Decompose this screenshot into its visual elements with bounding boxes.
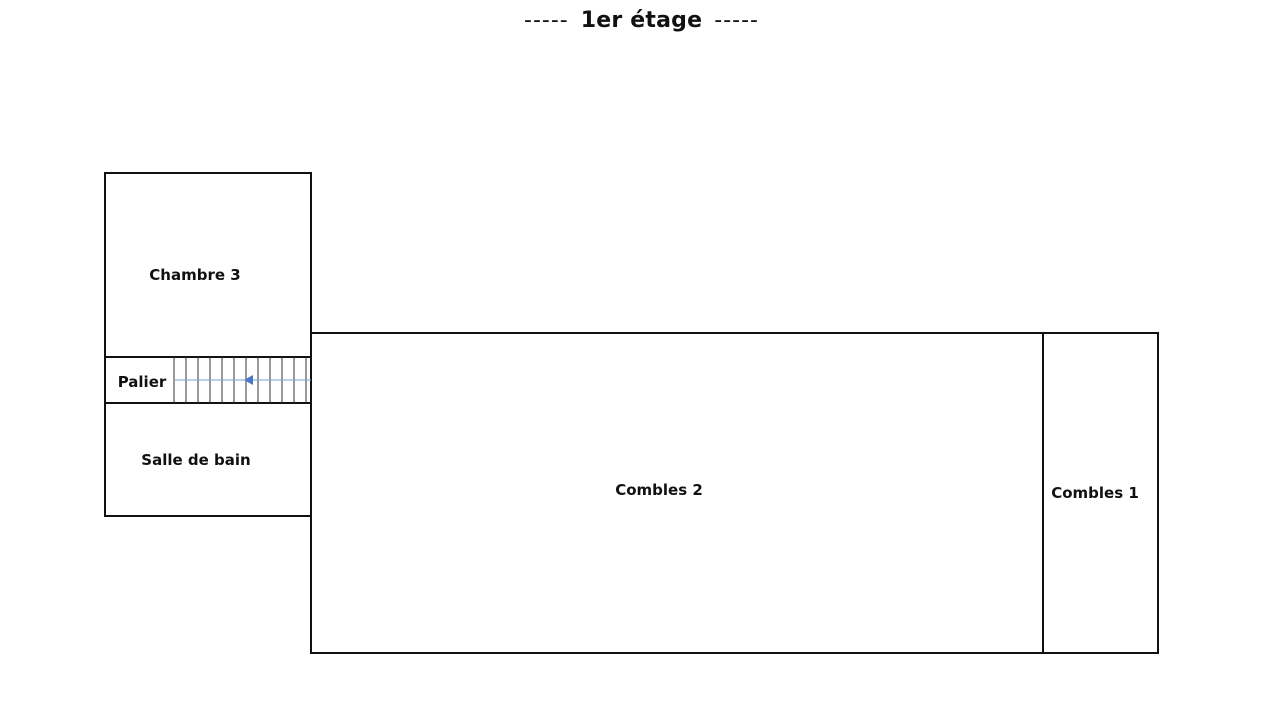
walls (104, 172, 1159, 654)
floor-title: ----- 1er étage ----- (0, 8, 1283, 33)
stair-arrow-icon (244, 375, 253, 385)
room-label-salle-de-bain: Salle de bain (141, 451, 250, 469)
room-label-combles-1: Combles 1 (1051, 484, 1139, 502)
title-dash-right: ----- (714, 8, 759, 33)
title-dash-left: ----- (524, 8, 569, 33)
room-label-chambre-3: Chambre 3 (149, 266, 240, 284)
staircase (173, 357, 311, 403)
room-label-combles-2: Combles 2 (615, 481, 703, 499)
room-label-palier: Palier (118, 373, 167, 391)
floor-title-text: 1er étage (580, 8, 703, 33)
combles-outline (310, 332, 1159, 654)
